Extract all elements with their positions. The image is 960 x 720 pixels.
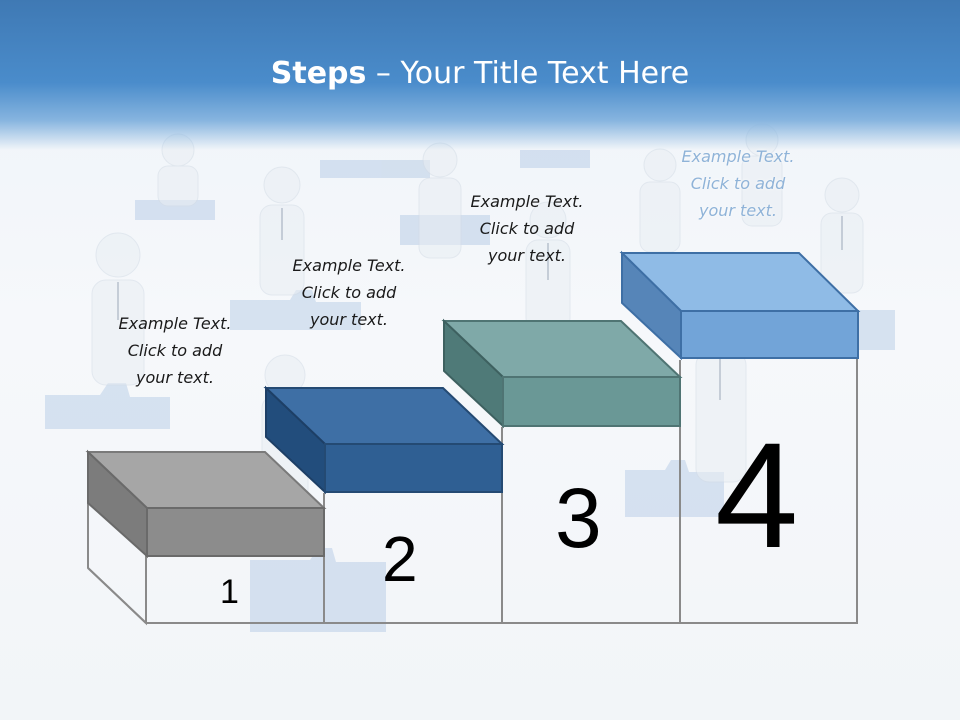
title-rest-text: – Your Title Text Here (366, 56, 690, 91)
step-4-caption[interactable]: Example Text. Click to add your text. (653, 143, 823, 224)
caption-line: your text. (698, 201, 777, 220)
step-1-caption[interactable]: Example Text. Click to add your text. (90, 310, 260, 391)
title-bold-text: Steps (270, 56, 367, 91)
step-3-caption[interactable]: Example Text. Click to add your text. (442, 188, 612, 269)
caption-line: Click to add (690, 174, 786, 193)
stairs-outline (146, 345, 858, 624)
step-4-number: 4 (715, 411, 799, 579)
caption-line: your text. (135, 368, 214, 387)
step-2-caption[interactable]: Example Text. Click to add your text. (264, 252, 434, 333)
title-bar (0, 0, 960, 150)
slide-title[interactable]: Steps – Your Title Text Here (0, 56, 960, 91)
step-2-number: 2 (382, 523, 418, 595)
caption-line: Click to add (479, 219, 575, 238)
caption-line: your text. (309, 310, 388, 329)
step-1-block[interactable] (85, 449, 327, 559)
caption-line: Example Text. (118, 314, 232, 333)
caption-line: Example Text. (292, 256, 406, 275)
caption-line: your text. (487, 246, 566, 265)
caption-line: Click to add (127, 341, 223, 360)
caption-line: Click to add (301, 283, 397, 302)
step-4-block[interactable] (619, 250, 861, 361)
caption-line: Example Text. (470, 192, 584, 211)
step-1-base-edge (87, 567, 147, 624)
step-3-number: 3 (555, 471, 602, 565)
caption-line: Example Text. (681, 147, 795, 166)
step-3-block[interactable] (441, 318, 683, 429)
step-1-number: 1 (220, 573, 239, 611)
step-2-block[interactable] (263, 385, 505, 495)
